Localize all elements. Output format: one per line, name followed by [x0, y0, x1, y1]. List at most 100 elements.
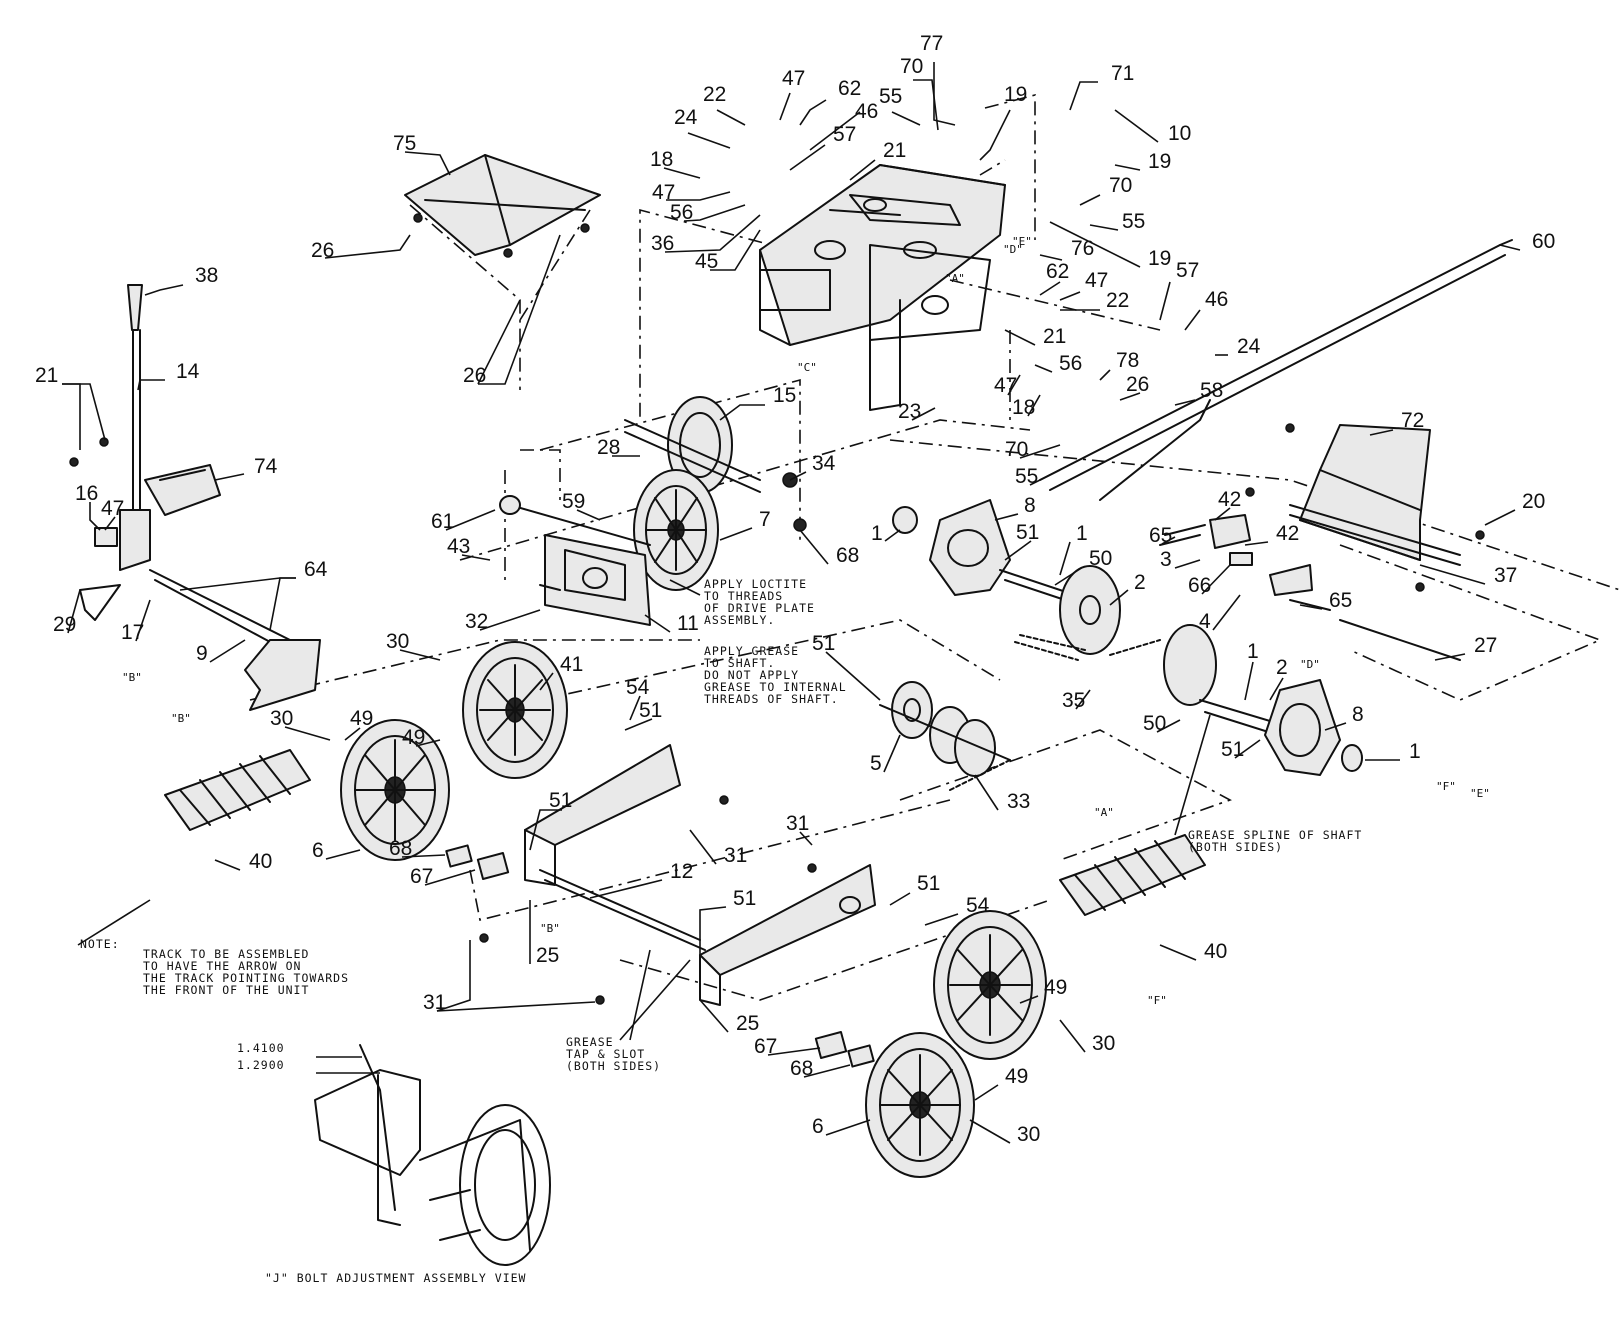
- callout-64: 64: [304, 558, 328, 581]
- callout-46: 46: [855, 100, 878, 123]
- axle-frame-12: [479, 744, 876, 1006]
- callout-21: 21: [1043, 325, 1066, 348]
- callout-40: 40: [1204, 940, 1227, 963]
- callout-65: 65: [1149, 524, 1172, 547]
- control-cables: [1039, 239, 1513, 501]
- reference-tag: "A": [945, 272, 965, 285]
- callout-6: 6: [312, 839, 324, 862]
- callout-54: 54: [966, 894, 990, 917]
- callout-51: 51: [1016, 521, 1039, 544]
- reference-tag: "B": [171, 712, 191, 725]
- callout-47: 47: [652, 181, 675, 204]
- callout-25: 25: [736, 1012, 759, 1035]
- support-bracket-11: [499, 495, 651, 626]
- track-left: [164, 749, 311, 831]
- note-track-heading: NOTE:: [80, 937, 120, 951]
- callout-2: 2: [1134, 571, 1146, 594]
- callout-36: 36: [651, 232, 674, 255]
- callout-leader-lines: [62, 62, 1521, 1144]
- callout-57: 57: [833, 123, 856, 146]
- callout-49: 49: [350, 707, 373, 730]
- callout-22: 22: [703, 83, 726, 106]
- callout-21: 21: [883, 139, 906, 162]
- callout-62: 62: [838, 77, 861, 100]
- callout-65: 65: [1329, 589, 1352, 612]
- callout-4: 4: [1199, 610, 1211, 633]
- callout-21: 21: [35, 364, 58, 387]
- callout-49: 49: [1044, 976, 1067, 999]
- callout-12: 12: [670, 860, 693, 883]
- assembly-guide-lines: [249, 93, 1621, 1001]
- detail-view-caption: "J" BOLT ADJUSTMENT ASSEMBLY VIEW: [265, 1271, 526, 1285]
- reference-tag: "A": [1094, 806, 1114, 819]
- sprocket-upper: [1014, 565, 1121, 661]
- callout-76: 76: [1071, 237, 1094, 260]
- shift-forks: [1159, 514, 1461, 661]
- callout-55: 55: [1122, 210, 1145, 233]
- note-loctite-line-2: TO THREADS: [704, 589, 783, 603]
- note-grease-spline-line-2: (BOTH SIDES): [1188, 840, 1283, 854]
- note-grease-tap-slot: GREASE TAP & SLOT (BOTH SIDES): [566, 1035, 660, 1073]
- note-track-line-2: TO HAVE THE ARROW ON: [143, 959, 301, 973]
- reference-tag: "F": [1436, 780, 1456, 793]
- callout-14: 14: [176, 360, 200, 383]
- note-grease-shaft-line-4: GREASE TO INTERNAL: [704, 680, 847, 694]
- dimension-lower: 1.2900: [237, 1058, 285, 1072]
- callout-60: 60: [1532, 230, 1555, 253]
- callout-68: 68: [389, 837, 412, 860]
- callout-47: 47: [1085, 269, 1108, 292]
- callout-1: 1: [1247, 640, 1259, 663]
- callout-66: 66: [1188, 574, 1211, 597]
- callout-33: 33: [1007, 790, 1030, 813]
- callout-49: 49: [1005, 1065, 1028, 1088]
- callout-19: 19: [1148, 150, 1171, 173]
- callout-40: 40: [249, 850, 272, 873]
- callout-56: 56: [1059, 352, 1082, 375]
- callout-41: 41: [560, 653, 583, 676]
- note-track-line-4: THE FRONT OF THE UNIT: [143, 983, 309, 997]
- note-grease-spline: GREASE SPLINE OF SHAFT (BOTH SIDES): [1188, 828, 1361, 854]
- callout-70: 70: [1005, 438, 1028, 461]
- callout-47: 47: [994, 374, 1017, 397]
- reference-tag: "E": [1012, 235, 1032, 248]
- callout-23: 23: [898, 400, 921, 423]
- callout-77: 77: [920, 32, 943, 55]
- reference-tag: "B": [122, 671, 142, 684]
- callout-42: 42: [1218, 488, 1241, 511]
- note-grease-shaft-line-5: THREADS OF SHAFT.: [704, 692, 839, 706]
- callout-18: 18: [1012, 396, 1035, 419]
- sprocket-pair-lower: [879, 624, 1217, 791]
- note-loctite-line-1: APPLY LOCTITE: [704, 577, 807, 591]
- callout-74: 74: [254, 455, 278, 478]
- note-track-assembly: NOTE: TRACK TO BE ASSEMBLED TO HAVE THE …: [80, 937, 348, 997]
- callout-28: 28: [597, 436, 620, 459]
- callout-67: 67: [754, 1035, 777, 1058]
- cover-plate-75: [404, 154, 601, 258]
- callout-67: 67: [410, 865, 433, 888]
- note-grease-shaft-line-2: TO SHAFT.: [704, 656, 775, 670]
- note-apply-loctite: APPLY LOCTITE TO THREADS OF DRIVE PLATE …: [704, 577, 814, 627]
- callout-51: 51: [812, 632, 835, 655]
- callout-51: 51: [1221, 738, 1244, 761]
- callout-31: 31: [786, 812, 809, 835]
- callout-31: 31: [423, 991, 446, 1014]
- track-right: [1059, 834, 1206, 916]
- callout-61: 61: [431, 510, 454, 533]
- reference-tag: "D": [1003, 243, 1023, 256]
- callout-75: 75: [393, 132, 416, 155]
- callout-47: 47: [101, 497, 124, 520]
- callout-8: 8: [1024, 494, 1036, 517]
- callout-1: 1: [1076, 522, 1088, 545]
- callout-1: 1: [1409, 740, 1421, 763]
- callout-31: 31: [724, 844, 747, 867]
- callout-78: 78: [1116, 349, 1139, 372]
- callout-68: 68: [790, 1057, 813, 1080]
- callout-70: 70: [1109, 174, 1132, 197]
- callout-58: 58: [1200, 379, 1223, 402]
- callout-47: 47: [782, 67, 805, 90]
- callout-50: 50: [1089, 547, 1112, 570]
- callout-46: 46: [1205, 288, 1228, 311]
- callout-51: 51: [549, 789, 572, 812]
- callout-43: 43: [447, 535, 470, 558]
